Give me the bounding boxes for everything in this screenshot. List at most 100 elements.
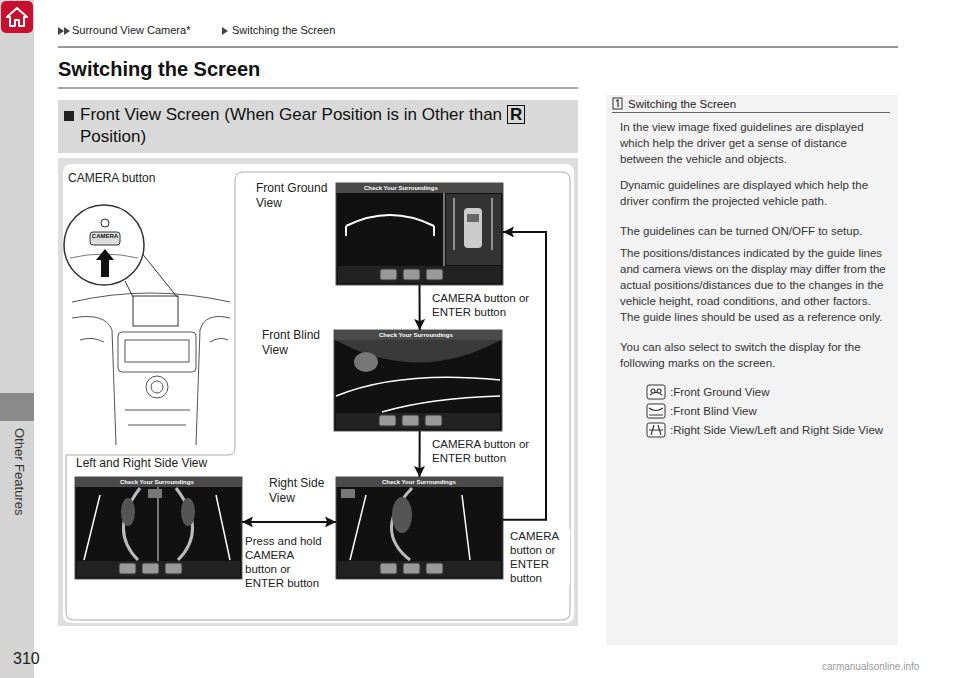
front-blind-screen: [336, 413, 500, 429]
camera-button-closeup: [64, 205, 144, 285]
front-ground-screen: [446, 194, 501, 265]
page-title: Switching the Screen: [58, 58, 260, 81]
home-icon: [7, 8, 27, 26]
note-icon: [616, 100, 618, 107]
camera-button-closeup: [101, 219, 109, 227]
front-blind-screen: [334, 330, 502, 431]
dashboard-drawing: [196, 317, 230, 446]
note-text: In the view image fixed guidelines are d…: [620, 119, 890, 167]
chapter-tab: Other Features: [12, 428, 27, 515]
left-right-screen: [75, 477, 242, 579]
note-body: In the view image fixed guidelines are d…: [612, 119, 890, 371]
right-side-screen: [350, 495, 470, 560]
icon-key-row: :Front Ground View: [612, 383, 890, 402]
dashboard-drawing: [72, 317, 116, 446]
icon-key-row: :Front Blind View: [612, 402, 890, 421]
right-side-screen: [336, 477, 503, 579]
dashboard-drawing: [133, 296, 178, 326]
front-ground-screen: [454, 198, 492, 250]
side-strip: [0, 0, 34, 678]
title-rule: [58, 87, 578, 89]
section-heading-text: Front View Screen (When Gear Position is…: [80, 105, 502, 124]
note-icon: [612, 97, 624, 110]
front-blind-screen: [334, 330, 502, 431]
flow-arrow: [419, 285, 421, 330]
right-side-screen: [392, 497, 412, 533]
front-ground-screen: [444, 193, 445, 266]
camera-button-closeup: [96, 249, 114, 277]
side-strip: [0, 393, 34, 421]
flow-arrow: [419, 431, 421, 477]
header-rule: [58, 47, 898, 48]
screen-mark-icon: [646, 403, 666, 419]
front-ground-screen: [467, 214, 479, 222]
breadcrumb-arrows: [222, 27, 228, 35]
front-ground-screen: [346, 226, 434, 236]
right-side-screen: [338, 561, 501, 577]
section-band: [58, 100, 578, 153]
note-column: Switching the Screen In the view image f…: [612, 97, 890, 440]
breadcrumb-arrows: [58, 27, 64, 35]
dashboard-drawing: [146, 376, 168, 398]
right-side-screen: [341, 489, 355, 498]
left-right-screen: [84, 495, 230, 560]
camera-view-screen: Right Side ViewCheck Your Surroundings: [336, 477, 503, 579]
dashboard-drawing: [125, 410, 190, 411]
note-heading: Switching the Screen: [612, 97, 890, 113]
dashboard-drawing: [141, 252, 177, 297]
screen-mark-icon: [647, 385, 665, 399]
home-icon: [1, 1, 33, 33]
flow-arrow: [503, 232, 546, 520]
note-panel: [606, 95, 898, 645]
note-text: The guidelines can be turned ON/OFF to s…: [620, 223, 890, 239]
front-blind-screen: [336, 377, 500, 396]
front-ground-screen: [426, 269, 443, 280]
left-right-screen: [121, 498, 135, 526]
side-strip: [0, 0, 34, 678]
camera-view-screen: Left and Right Side ViewCheck Your Surro…: [75, 477, 242, 579]
screen-mark-icon: [650, 389, 662, 395]
front-blind-screen: [402, 415, 419, 426]
home-icon: [1, 1, 33, 33]
dashboard-drawing: [210, 338, 228, 342]
view-name: Right Side View: [269, 476, 331, 506]
screen-mark-icon: [646, 384, 666, 400]
front-ground-screen: [336, 183, 503, 193]
front-ground-screen: [338, 266, 501, 283]
screen-banner: Check Your Surroundings: [364, 183, 484, 193]
figure-panel: [58, 158, 578, 626]
right-side-screen: [426, 563, 443, 574]
icon-key-row: :Right Side View/Left and Right Side Vie…: [612, 421, 890, 440]
screen-banner: Check Your Surroundings: [120, 477, 200, 487]
icon-key-text: :Right Side View/Left and Right Side Vie…: [670, 424, 883, 436]
left-right-screen: [165, 563, 182, 574]
screen-banner: Check Your Surroundings: [379, 330, 489, 340]
front-blind-screen: [379, 415, 396, 426]
front-blind-screen: [354, 352, 378, 372]
note-text: The guide lines should be used as a refe…: [620, 309, 890, 325]
camera-view-screen: Front Ground ViewCheck Your Surroundings: [336, 183, 503, 285]
watermark: carmanualsonline.info: [822, 661, 919, 672]
left-right-screen: [77, 561, 240, 577]
section-heading: Front View Screen (When Gear Position is…: [80, 104, 575, 148]
note-title: Switching the Screen: [624, 98, 736, 110]
right-side-screen: [336, 477, 503, 487]
step-instruction: CAMERA button or ENTER button: [432, 291, 532, 319]
front-ground-screen: [380, 269, 397, 280]
right-side-screen: [391, 488, 412, 560]
dashboard-drawing: [128, 425, 186, 426]
dashboard-drawing: [80, 338, 104, 342]
front-blind-screen: [382, 396, 500, 412]
screen-mark-icon: [647, 423, 665, 437]
front-ground-screen: [336, 183, 503, 285]
left-right-screen: [158, 487, 159, 562]
left-right-screen: [148, 489, 162, 498]
section-band: [64, 111, 74, 121]
camera-button-closeup: [64, 205, 144, 285]
note-icon: [613, 98, 622, 109]
view-name: Front Ground View: [256, 181, 332, 211]
page-number: 310: [13, 650, 40, 668]
front-blind-screen: [334, 330, 502, 340]
